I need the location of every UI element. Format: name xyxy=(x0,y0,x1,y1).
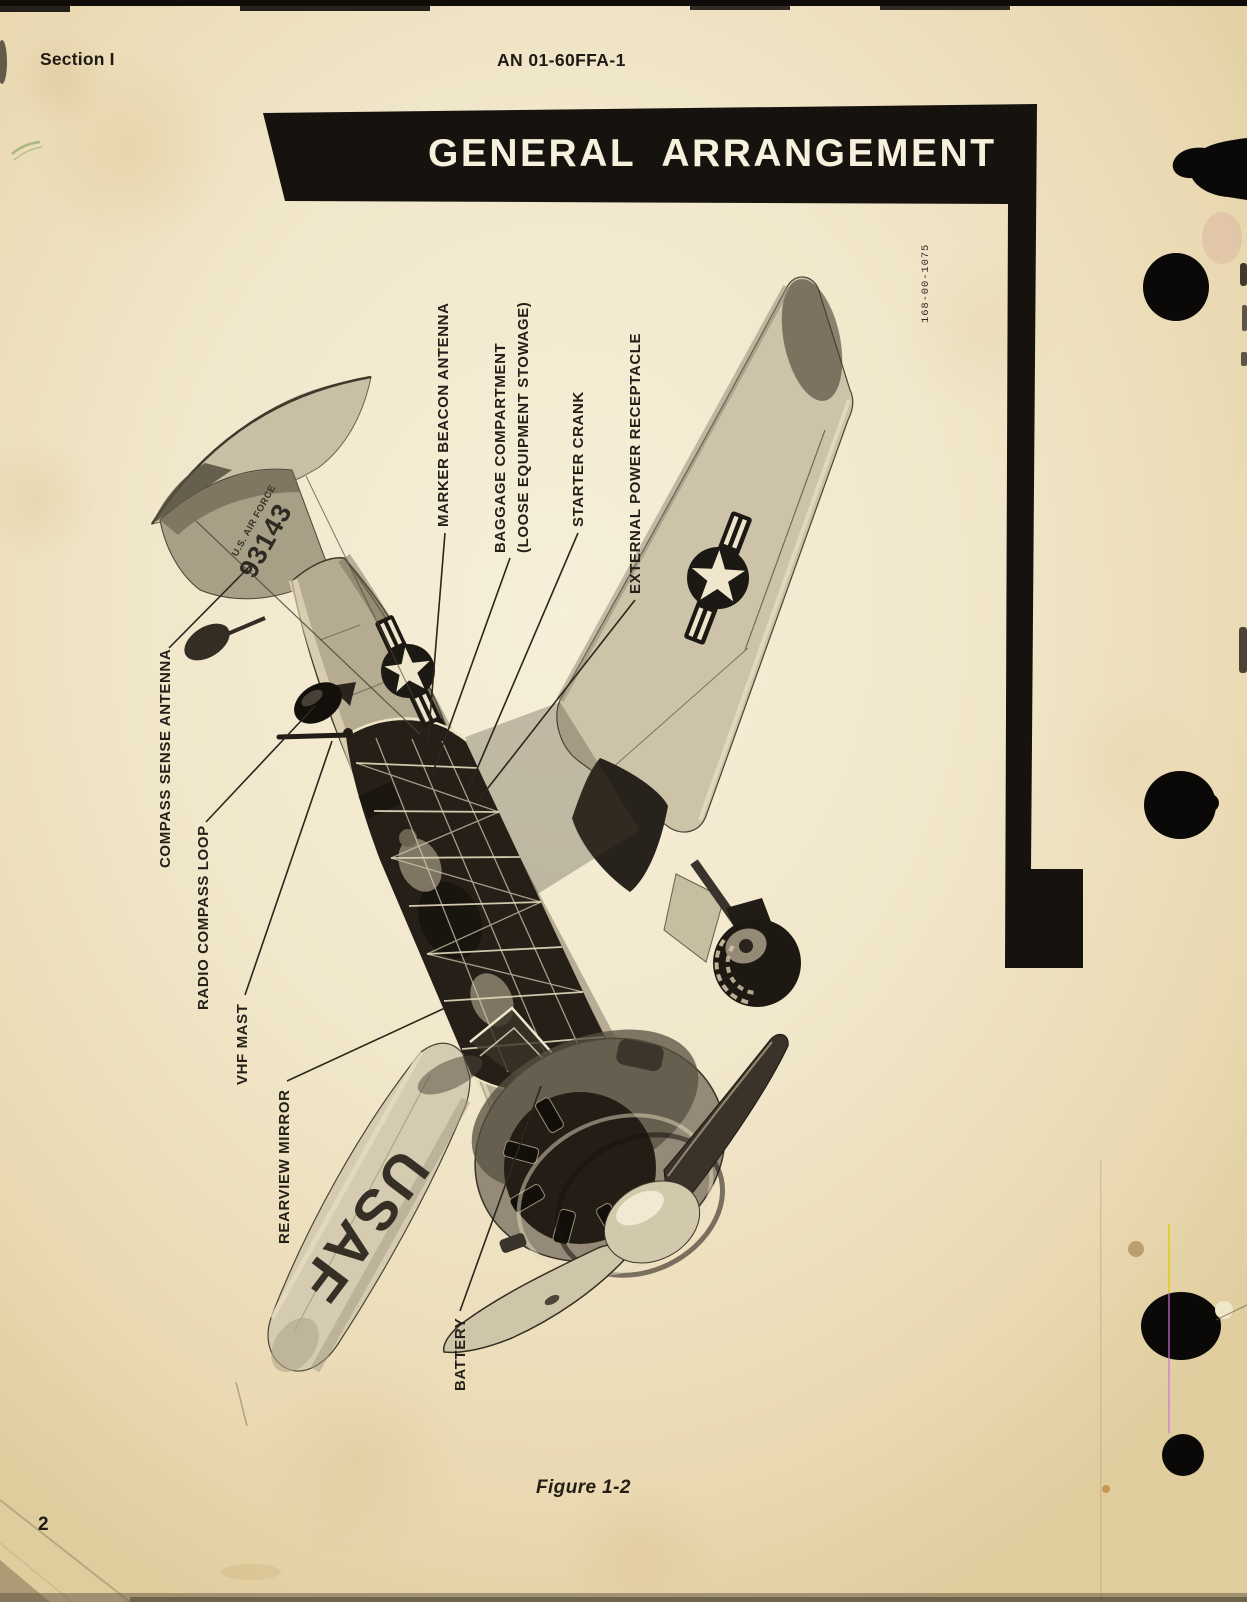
callout-starter-crank: STARTER CRANK xyxy=(570,391,587,527)
wing-star-insignia xyxy=(684,511,752,645)
leader-lines xyxy=(168,532,636,1312)
callout-rearview-mirror: REARVIEW MIRROR xyxy=(276,1089,293,1244)
callout-external-power-receptacle: EXTERNAL POWER RECEPTACLE xyxy=(627,332,644,594)
callout-radio-compass-loop: RADIO COMPASS LOOP xyxy=(195,825,212,1010)
radio-compass-loop-part xyxy=(294,682,342,724)
callout-line-2: (LOOSE EQUIPMENT STOWAGE) xyxy=(515,301,532,553)
punch-hole xyxy=(1141,1292,1221,1360)
propeller xyxy=(442,1033,789,1354)
torn-ink-blob xyxy=(1172,138,1247,200)
figure-caption: Figure 1-2 xyxy=(536,1477,631,1498)
doc-number: AN 01-60FFA-1 xyxy=(497,50,626,70)
punch-hole xyxy=(1162,1434,1204,1476)
landing-gear xyxy=(663,859,801,1007)
vhf-mast-part xyxy=(276,732,351,740)
section-label: Section I xyxy=(40,49,115,69)
banner-title: GENERAL ARRANGEMENT xyxy=(428,132,997,175)
callout-compass-sense-antenna: COMPASS SENSE ANTENNA xyxy=(157,648,174,868)
tail-cone xyxy=(184,623,230,661)
punch-hole xyxy=(1143,253,1209,321)
callout-battery: BATTERY xyxy=(452,1317,469,1391)
page-number: 2 xyxy=(38,1514,49,1535)
banner-shape xyxy=(263,104,1083,968)
pencil-mark xyxy=(11,140,41,155)
callout-baggage-compartment: BAGGAGE COMPARTMENT (LOOSE EQUIPMENT STO… xyxy=(489,302,535,553)
print-code: 168-00-1075 xyxy=(920,243,932,323)
callout-marker-beacon-antenna: MARKER BEACON ANTENNA xyxy=(435,302,452,527)
scan-line-yellow xyxy=(1168,1224,1170,1293)
callout-vhf-mast: VHF MAST xyxy=(234,1003,251,1085)
punch-hole xyxy=(1144,771,1216,839)
scan-line-magenta xyxy=(1168,1293,1170,1433)
callout-line-1: BAGGAGE COMPARTMENT xyxy=(492,342,509,553)
compass-sense-antenna-wire xyxy=(195,520,421,735)
aircraft-illustration: U.S. AIR FORCE 93143 xyxy=(150,276,854,1427)
cockpit-cutaway xyxy=(345,717,617,1094)
left-wing: USAF xyxy=(235,1042,483,1427)
